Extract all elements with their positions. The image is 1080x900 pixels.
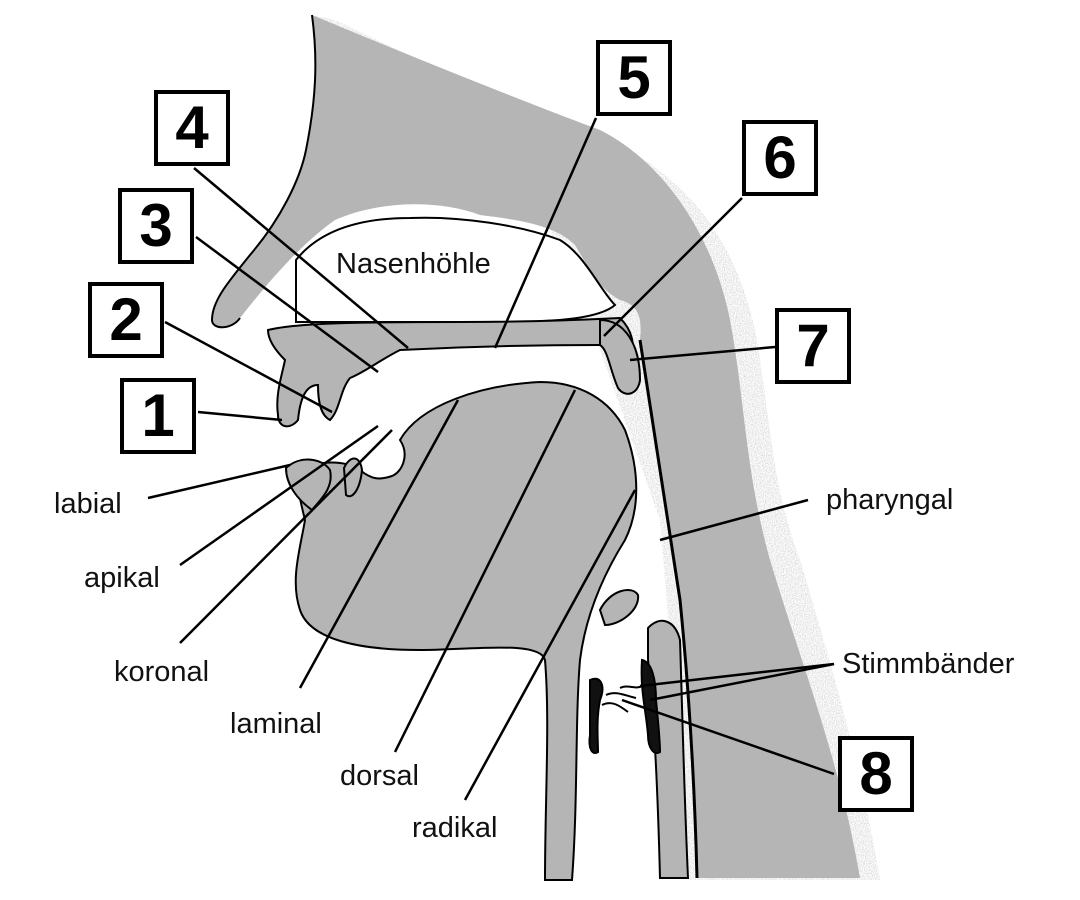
tongue-jaw <box>294 380 638 881</box>
number-box-5: 5 <box>596 40 672 116</box>
leader-apikal <box>179 424 379 567</box>
label-koronal: koronal <box>114 656 210 688</box>
number-leader-lines <box>164 117 835 776</box>
pharynx-wall <box>638 339 699 879</box>
leader-stimmbaender-a <box>639 662 835 688</box>
nose-outline <box>210 14 317 329</box>
label-nasenhoehle: Nasenhöhle <box>336 248 491 280</box>
number-box-2: 2 <box>88 282 164 358</box>
leader-dorsal <box>393 389 577 753</box>
number-box-1: 1 <box>120 378 196 454</box>
leader-n2 <box>164 320 333 414</box>
label-laminal: laminal <box>230 708 322 740</box>
label-radikal: radikal <box>412 812 498 844</box>
vocal-fold-squiggle <box>601 685 643 713</box>
leader-stimmbaender-b <box>649 662 835 702</box>
leader-n8 <box>621 698 835 776</box>
leader-n5 <box>493 117 598 349</box>
leader-n7 <box>629 345 776 362</box>
leader-pharyngal <box>659 498 809 542</box>
leader-n1 <box>197 410 283 422</box>
leader-laminal <box>298 399 460 689</box>
leader-n4 <box>193 167 409 349</box>
leader-n3 <box>195 235 379 374</box>
lower-lip <box>284 458 332 512</box>
leader-labial <box>147 463 291 500</box>
label-pharyngal: pharyngal <box>826 484 954 516</box>
epiglottis <box>598 589 640 627</box>
lower-teeth <box>342 457 364 498</box>
number-box-7: 7 <box>775 308 851 384</box>
label-dorsal: dorsal <box>340 760 419 792</box>
leader-koronal <box>179 429 393 644</box>
number-box-6: 6 <box>742 120 818 196</box>
velum <box>599 318 642 395</box>
vocal-fold-front <box>588 677 604 754</box>
leader-radikal <box>463 489 637 801</box>
skull-neck-mass <box>212 15 860 878</box>
label-stimmbaender: Stimmbänder <box>842 648 1015 680</box>
hard-palate <box>266 316 642 428</box>
number-box-3: 3 <box>118 188 194 264</box>
number-box-4: 4 <box>154 90 230 166</box>
label-apikal: apikal <box>84 562 160 594</box>
number-box-8: 8 <box>838 736 914 812</box>
leader-n6 <box>603 197 743 337</box>
leader-lines <box>147 389 835 801</box>
label-labial: labial <box>54 488 122 520</box>
